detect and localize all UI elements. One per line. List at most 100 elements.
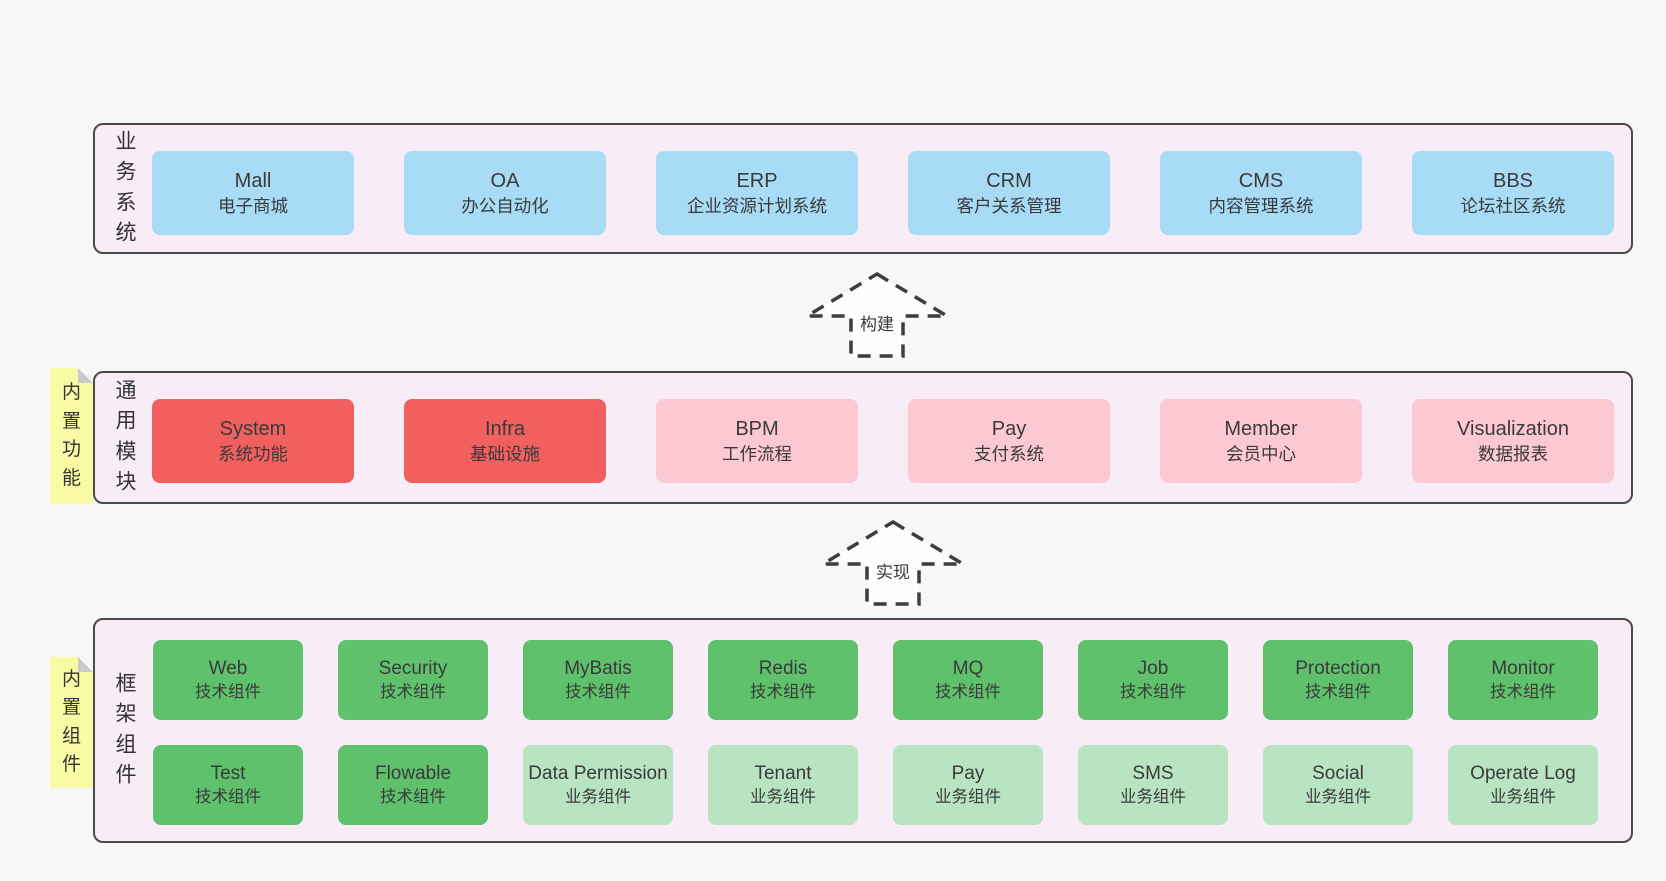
box-title: Test	[210, 762, 246, 784]
box-pay-module: Pay 支付系统	[908, 399, 1110, 483]
box-title: BBS	[1492, 170, 1534, 193]
box-title: Operate Log	[1470, 762, 1576, 784]
box-subtitle: 业务组件	[1120, 788, 1186, 807]
box-subtitle: 技术组件	[380, 788, 446, 807]
box-subtitle: 技术组件	[750, 683, 816, 702]
box-sms: SMS 业务组件	[1078, 745, 1228, 825]
box-infra: Infra 基础设施	[404, 399, 606, 483]
box-subtitle: 技术组件	[935, 683, 1001, 702]
box-subtitle: 内容管理系统	[1208, 196, 1314, 217]
box-title: BPM	[735, 418, 779, 441]
implement-arrow: 实现	[816, 519, 970, 607]
box-title: System	[219, 418, 287, 441]
box-title: Social	[1312, 762, 1364, 784]
box-social: Social 业务组件	[1263, 745, 1413, 825]
layer-business-systems: 业务系统 Mall 电子商城 OA 办公自动化 ERP 企业资源计划系统 CRM…	[93, 123, 1633, 254]
box-subtitle: 电子商城	[218, 196, 288, 217]
framework-components-side-label: 框架组件	[115, 672, 137, 788]
box-member: Member 会员中心	[1160, 399, 1362, 483]
layer-framework-components: 框架组件 Web 技术组件 Security 技术组件 MyBatis 技术组件…	[93, 618, 1633, 843]
box-subtitle: 会员中心	[1226, 444, 1296, 465]
builtin-components-note: 内置组件	[50, 657, 93, 788]
box-subtitle: 数据报表	[1478, 444, 1548, 465]
box-visualization: Visualization 数据报表	[1412, 399, 1614, 483]
box-test: Test 技术组件	[153, 745, 303, 825]
builtin-features-note-label: 内置功能	[61, 382, 81, 489]
build-arrow-label: 构建	[860, 315, 894, 334]
box-title: Mall	[234, 170, 272, 193]
box-title: CMS	[1238, 170, 1284, 193]
box-subtitle: 工作流程	[722, 444, 792, 465]
box-title: OA	[490, 170, 520, 193]
up-arrow-icon: 构建	[800, 271, 954, 358]
box-system: System 系统功能	[152, 399, 354, 483]
box-subtitle: 办公自动化	[461, 196, 549, 217]
up-arrow-icon: 实现	[816, 519, 970, 606]
box-cms: CMS 内容管理系统	[1160, 151, 1362, 235]
box-subtitle: 业务组件	[565, 788, 631, 807]
box-mall: Mall 电子商城	[152, 151, 354, 235]
box-web: Web 技术组件	[153, 640, 303, 720]
box-subtitle: 系统功能	[218, 444, 288, 465]
box-security: Security 技术组件	[338, 640, 488, 720]
implement-arrow-label: 实现	[876, 563, 910, 582]
box-mq: MQ 技术组件	[893, 640, 1043, 720]
box-title: Pay	[991, 418, 1027, 441]
box-title: Tenant	[754, 762, 812, 784]
box-title: Protection	[1295, 657, 1381, 679]
box-oa: OA 办公自动化	[404, 151, 606, 235]
box-title: CRM	[986, 170, 1032, 193]
box-subtitle: 论坛社区系统	[1460, 196, 1566, 217]
box-monitor: Monitor 技术组件	[1448, 640, 1598, 720]
box-bpm: BPM 工作流程	[656, 399, 858, 483]
box-subtitle: 业务组件	[1490, 788, 1556, 807]
box-title: Web	[208, 657, 248, 679]
box-bbs: BBS 论坛社区系统	[1412, 151, 1614, 235]
box-subtitle: 技术组件	[1120, 683, 1186, 702]
box-pay-component: Pay 业务组件	[893, 745, 1043, 825]
builtin-features-note: 内置功能	[50, 368, 93, 504]
box-title: Flowable	[374, 762, 452, 784]
framework-components-grid: Web 技术组件 Security 技术组件 MyBatis 技术组件 Redi…	[153, 640, 1598, 825]
box-mybatis: MyBatis 技术组件	[523, 640, 673, 720]
box-data-permission: Data Permission 业务组件	[523, 745, 673, 825]
box-title: Data Permission	[528, 762, 668, 784]
box-erp: ERP 企业资源计划系统	[656, 151, 858, 235]
box-crm: CRM 客户关系管理	[908, 151, 1110, 235]
box-title: Monitor	[1491, 657, 1555, 679]
box-subtitle: 技术组件	[565, 683, 631, 702]
box-redis: Redis 技术组件	[708, 640, 858, 720]
builtin-components-note-label: 内置组件	[61, 668, 81, 775]
box-subtitle: 业务组件	[1305, 788, 1371, 807]
box-title: Visualization	[1457, 418, 1569, 441]
box-subtitle: 技术组件	[195, 683, 261, 702]
box-title: Infra	[484, 418, 526, 441]
box-title: Pay	[951, 762, 985, 784]
box-subtitle: 技术组件	[1490, 683, 1556, 702]
business-systems-side-label: 业务系统	[115, 130, 137, 246]
box-protection: Protection 技术组件	[1263, 640, 1413, 720]
box-title: SMS	[1132, 762, 1174, 784]
box-tenant: Tenant 业务组件	[708, 745, 858, 825]
common-modules-side-label: 通用模块	[115, 379, 137, 495]
box-subtitle: 技术组件	[380, 683, 446, 702]
box-subtitle: 基础设施	[470, 444, 540, 465]
box-subtitle: 技术组件	[1305, 683, 1371, 702]
box-subtitle: 技术组件	[195, 788, 261, 807]
box-job: Job 技术组件	[1078, 640, 1228, 720]
box-title: ERP	[736, 170, 778, 193]
box-title: Member	[1224, 418, 1298, 441]
build-arrow: 构建	[800, 271, 954, 359]
box-title: Security	[378, 657, 448, 679]
box-title: MyBatis	[564, 657, 632, 679]
box-subtitle: 业务组件	[935, 788, 1001, 807]
common-modules-row: System 系统功能 Infra 基础设施 BPM 工作流程 Pay 支付系统…	[152, 399, 1614, 483]
box-title: MQ	[952, 657, 984, 679]
box-title: Job	[1137, 657, 1169, 679]
box-operate-log: Operate Log 业务组件	[1448, 745, 1598, 825]
box-title: Redis	[758, 657, 808, 679]
box-subtitle: 企业资源计划系统	[687, 196, 827, 217]
box-subtitle: 客户关系管理	[956, 196, 1062, 217]
layer-common-modules: 通用模块 System 系统功能 Infra 基础设施 BPM 工作流程 Pay…	[93, 371, 1633, 504]
